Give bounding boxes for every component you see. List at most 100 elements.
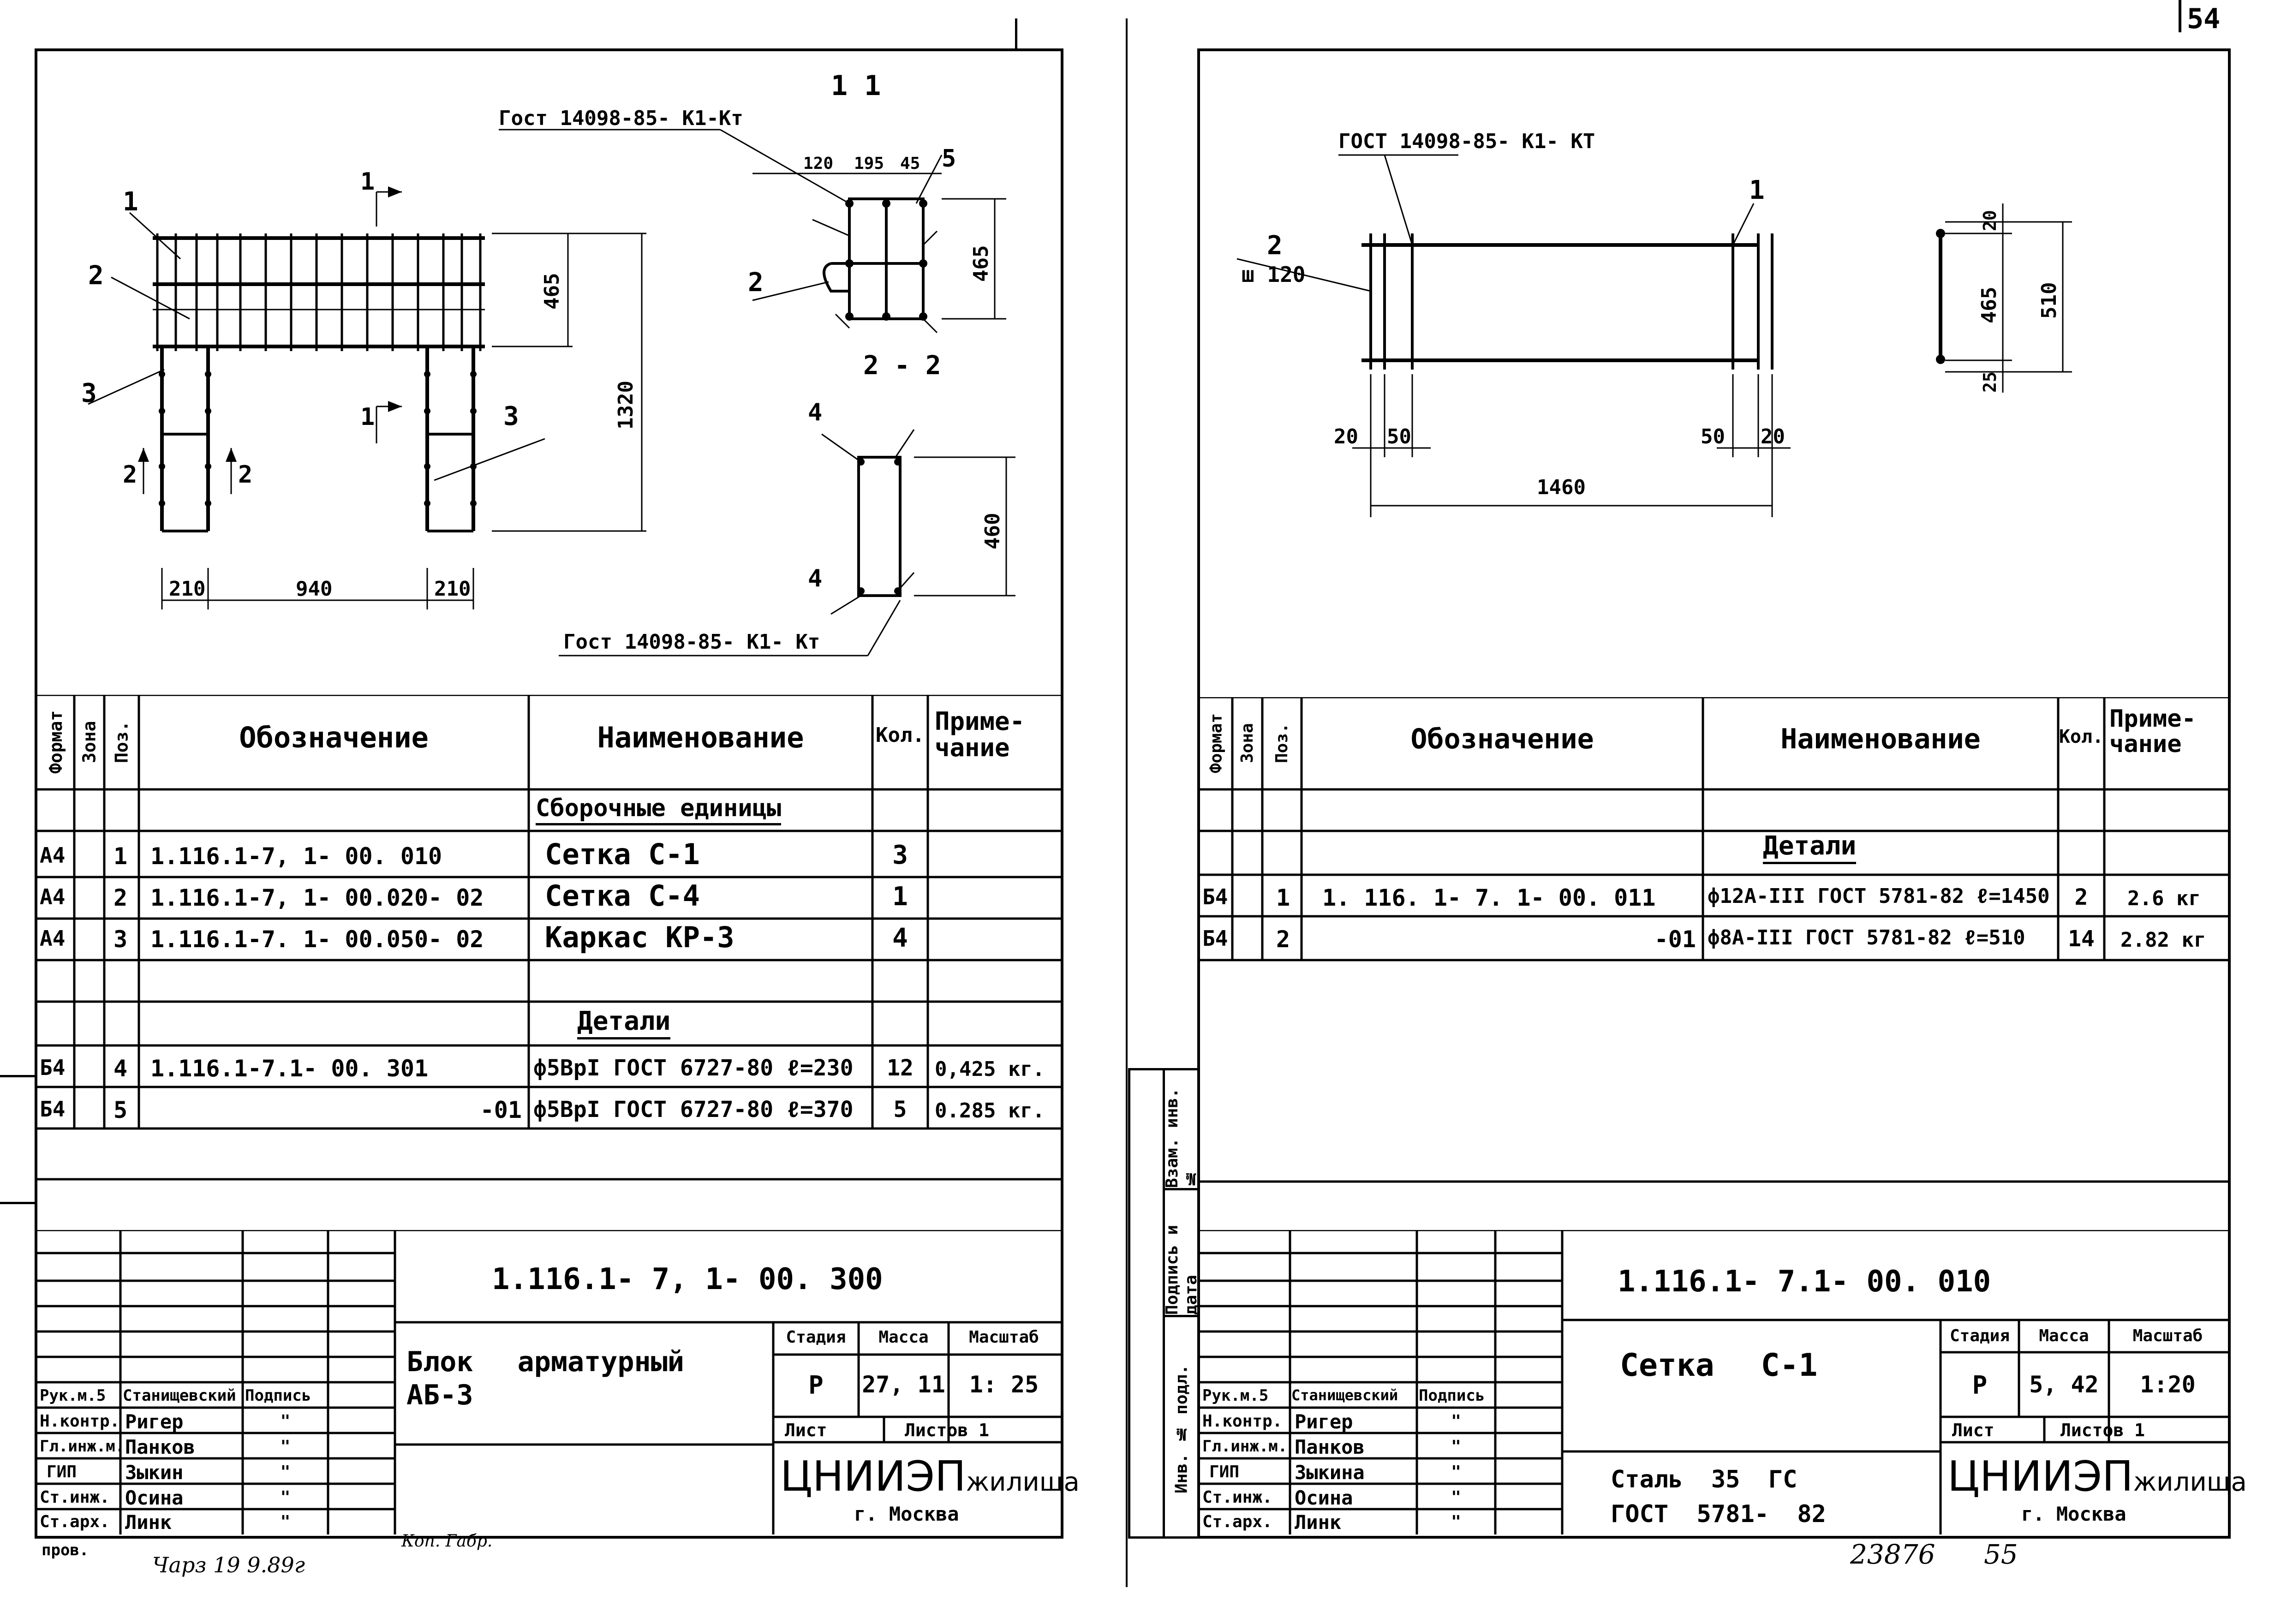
right-sign-2: " <box>1451 1437 1461 1456</box>
right-mass: 5, 42 <box>2029 1371 2099 1398</box>
left-header-zone: Зона <box>79 721 100 764</box>
right-side-stamp-line-1 <box>1163 1188 1200 1190</box>
right-name-0: Станищевский <box>1291 1386 1398 1404</box>
right-row-1-designation: 1. 116. 1- 7. 1- 00. 011 <box>1322 884 1656 911</box>
left-row-3-pos: 3 <box>113 926 128 953</box>
left-name-1: Ригер <box>125 1410 184 1433</box>
left-handwritten-date: Чарз 19 9.89г <box>152 1552 305 1577</box>
left-header-note: Приме- чание <box>935 707 1025 762</box>
right-sign-1: " <box>1451 1412 1461 1431</box>
left-header-designation: Обозначение <box>239 721 429 754</box>
right-row-1-note: 2.6 кг <box>2127 887 2201 910</box>
right-name-5: Линк <box>1295 1511 1342 1534</box>
left-section-1-1: 1 1 <box>831 70 881 102</box>
right-row-1-name: ф12А-III ГОСТ 5781-82 ℓ=1450 <box>1708 884 2050 908</box>
left-role-2: Гл.инж.м. <box>40 1437 125 1456</box>
right-sheet-label: Лист <box>1952 1420 1994 1440</box>
left-org-city: г. Москва <box>854 1503 959 1525</box>
left-dim-195: 195 <box>854 154 884 173</box>
left-cut-1-bottom: 1 <box>360 403 375 431</box>
left-row-2-designation: 1.116.1-7, 1- 00.020- 02 <box>150 884 484 911</box>
left-row-3-format: А4 <box>40 926 66 951</box>
right-header-pos: Поз. <box>1272 723 1291 764</box>
left-title-grid <box>37 1230 1061 1534</box>
next-page-number: 55 <box>1984 1539 2018 1570</box>
right-dim-50-a: 50 <box>1387 425 1411 448</box>
left-row-2-pos: 2 <box>113 884 128 911</box>
left-role-3: ГИП <box>47 1463 77 1481</box>
right-pos-1: 1 <box>1749 175 1765 205</box>
right-row-2-qty: 14 <box>2068 926 2095 952</box>
left-header-qty: Кол. <box>876 723 925 747</box>
right-spec-table: Формат Зона Поз. Обозначение Наименовани… <box>1200 697 2228 1228</box>
right-spec-grid <box>1200 697 2228 1183</box>
right-side-label-sign: Подпись и дата <box>1163 1224 1200 1315</box>
right-material-1: Сталь 35 ГС <box>1611 1466 1797 1493</box>
left-dim-210-a: 210 <box>169 577 205 601</box>
left-name-4: Осина <box>125 1487 184 1509</box>
page-number: 54 <box>2187 3 2221 35</box>
right-row-1-qty: 2 <box>2074 884 2088 910</box>
right-role-5: Ст.арх. <box>1202 1512 1272 1531</box>
left-below-prov: пров. <box>42 1541 89 1559</box>
right-dim-510: 510 <box>2037 282 2061 319</box>
right-name-3: Зыкина <box>1295 1461 1365 1484</box>
archive-number: 23876 <box>1850 1539 1935 1570</box>
left-margin-tick-1 <box>0 1075 35 1077</box>
left-row-1-qty: 3 <box>892 840 908 870</box>
left-dim-940: 940 <box>296 577 332 601</box>
left-margin-tick-2 <box>0 1202 35 1204</box>
left-pos-3: 3 <box>81 378 97 408</box>
left-role-5: Ст.арх. <box>40 1512 110 1531</box>
right-role-0: Рук.м.5 <box>1202 1386 1269 1405</box>
page-divider <box>1126 18 1128 1587</box>
left-dim-210-b: 210 <box>434 577 471 601</box>
left-section-pos-5: 5 <box>942 145 956 173</box>
left-row-5-name: ф5ВрI ГОСТ 6727-80 ℓ=370 <box>533 1097 854 1122</box>
left-org-name: ЦНИИЭП <box>780 1452 966 1501</box>
right-side-stamp-line-2 <box>1163 1315 1200 1317</box>
right-sign-5: " <box>1451 1512 1461 1531</box>
left-header-pos: Поз. <box>111 721 132 764</box>
right-role-4: Ст.инж. <box>1202 1488 1272 1507</box>
left-row-1-format: А4 <box>40 843 66 868</box>
right-row-2-designation: -01 <box>1654 926 1696 953</box>
left-row-5-pos: 5 <box>113 1097 128 1123</box>
left-pos-2: 2 <box>88 261 104 291</box>
left-title-block: 1.116.1- 7, 1- 00. 300 Блок арматурный А… <box>37 1230 1080 1537</box>
right-dim-1460: 1460 <box>1537 476 1586 499</box>
left-section-pos-2: 2 <box>748 268 764 298</box>
left-row-4-format: Б4 <box>40 1055 66 1080</box>
left-row-5-qty: 5 <box>893 1097 907 1122</box>
left-role-0: Рук.м.5 <box>40 1386 106 1405</box>
left-row-2-name: Сетка С-4 <box>545 879 700 913</box>
right-name-2: Панков <box>1295 1436 1365 1458</box>
left-row-2-format: А4 <box>40 884 66 909</box>
right-step: ш 120 <box>1242 262 1305 287</box>
left-section-pos-4b: 4 <box>808 565 822 592</box>
right-dim-25: 25 <box>1980 371 2000 393</box>
left-row-1-name: Сетка С-1 <box>545 837 700 871</box>
left-sign-1: " <box>280 1412 291 1431</box>
left-doc-code: 1.116.1- 7, 1- 00. 300 <box>492 1262 883 1296</box>
right-org-city: г. Москва <box>2021 1503 2126 1525</box>
left-sheet-label: Лист <box>785 1420 827 1440</box>
left-header-name: Наименование <box>597 721 804 754</box>
left-row-1-designation: 1.116.1-7, 1- 00. 010 <box>150 843 442 870</box>
left-name-3: Зыкин <box>125 1461 184 1484</box>
left-row-5-note: 0.285 кг. <box>935 1099 1045 1122</box>
left-sign-2: " <box>280 1437 291 1456</box>
right-org-suffix: жилища <box>2133 1467 2247 1497</box>
left-gost-bottom: Гост 14098-85- К1- Кт <box>563 630 820 654</box>
right-sheets-label: Листов 1 <box>2060 1420 2145 1440</box>
right-name-4: Осина <box>1295 1487 1353 1509</box>
right-side-label-replace: Взам. инв. № <box>1163 1088 1200 1188</box>
left-header-format: Формат <box>46 710 66 774</box>
right-gost: ГОСТ 14098-85- К1- КТ <box>1338 130 1595 153</box>
left-section-2-2: 2 - 2 <box>863 351 941 381</box>
right-dim-20-a: 20 <box>1334 425 1358 448</box>
left-mass-label: Масса <box>878 1328 929 1347</box>
right-side-stamp: Инв. № подл. Подпись и дата Взам. инв. № <box>1128 1068 1200 1539</box>
left-mass: 27, 11 <box>862 1371 945 1398</box>
page-number-mark <box>2179 0 2181 32</box>
